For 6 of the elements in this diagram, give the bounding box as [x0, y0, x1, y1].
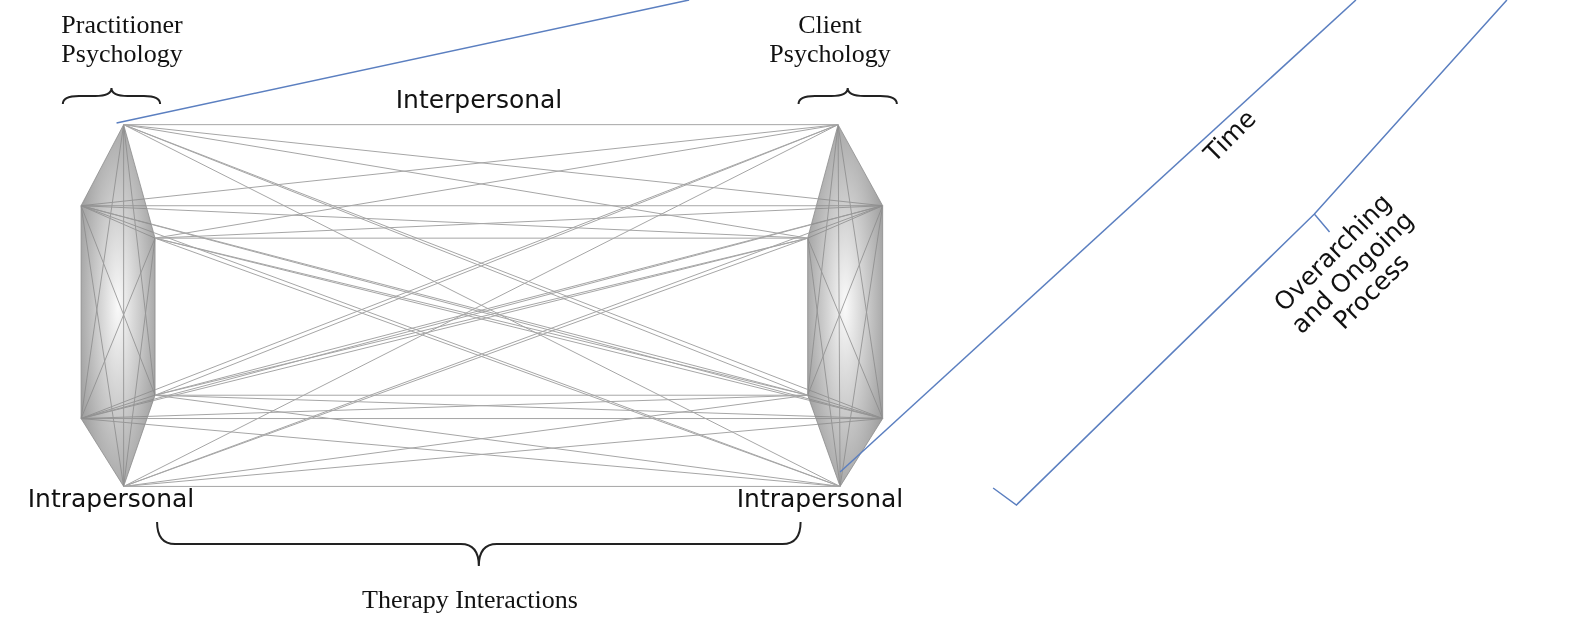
text-label: Practitioner Psychology: [60, 11, 184, 69]
text-label: Intrapersonal: [735, 485, 905, 513]
text-label: Interpersonal: [394, 86, 564, 114]
text-label: Intrapersonal: [26, 485, 196, 513]
text-label: Client Psychology: [768, 11, 892, 69]
text-label: Therapy Interactions: [361, 585, 579, 615]
